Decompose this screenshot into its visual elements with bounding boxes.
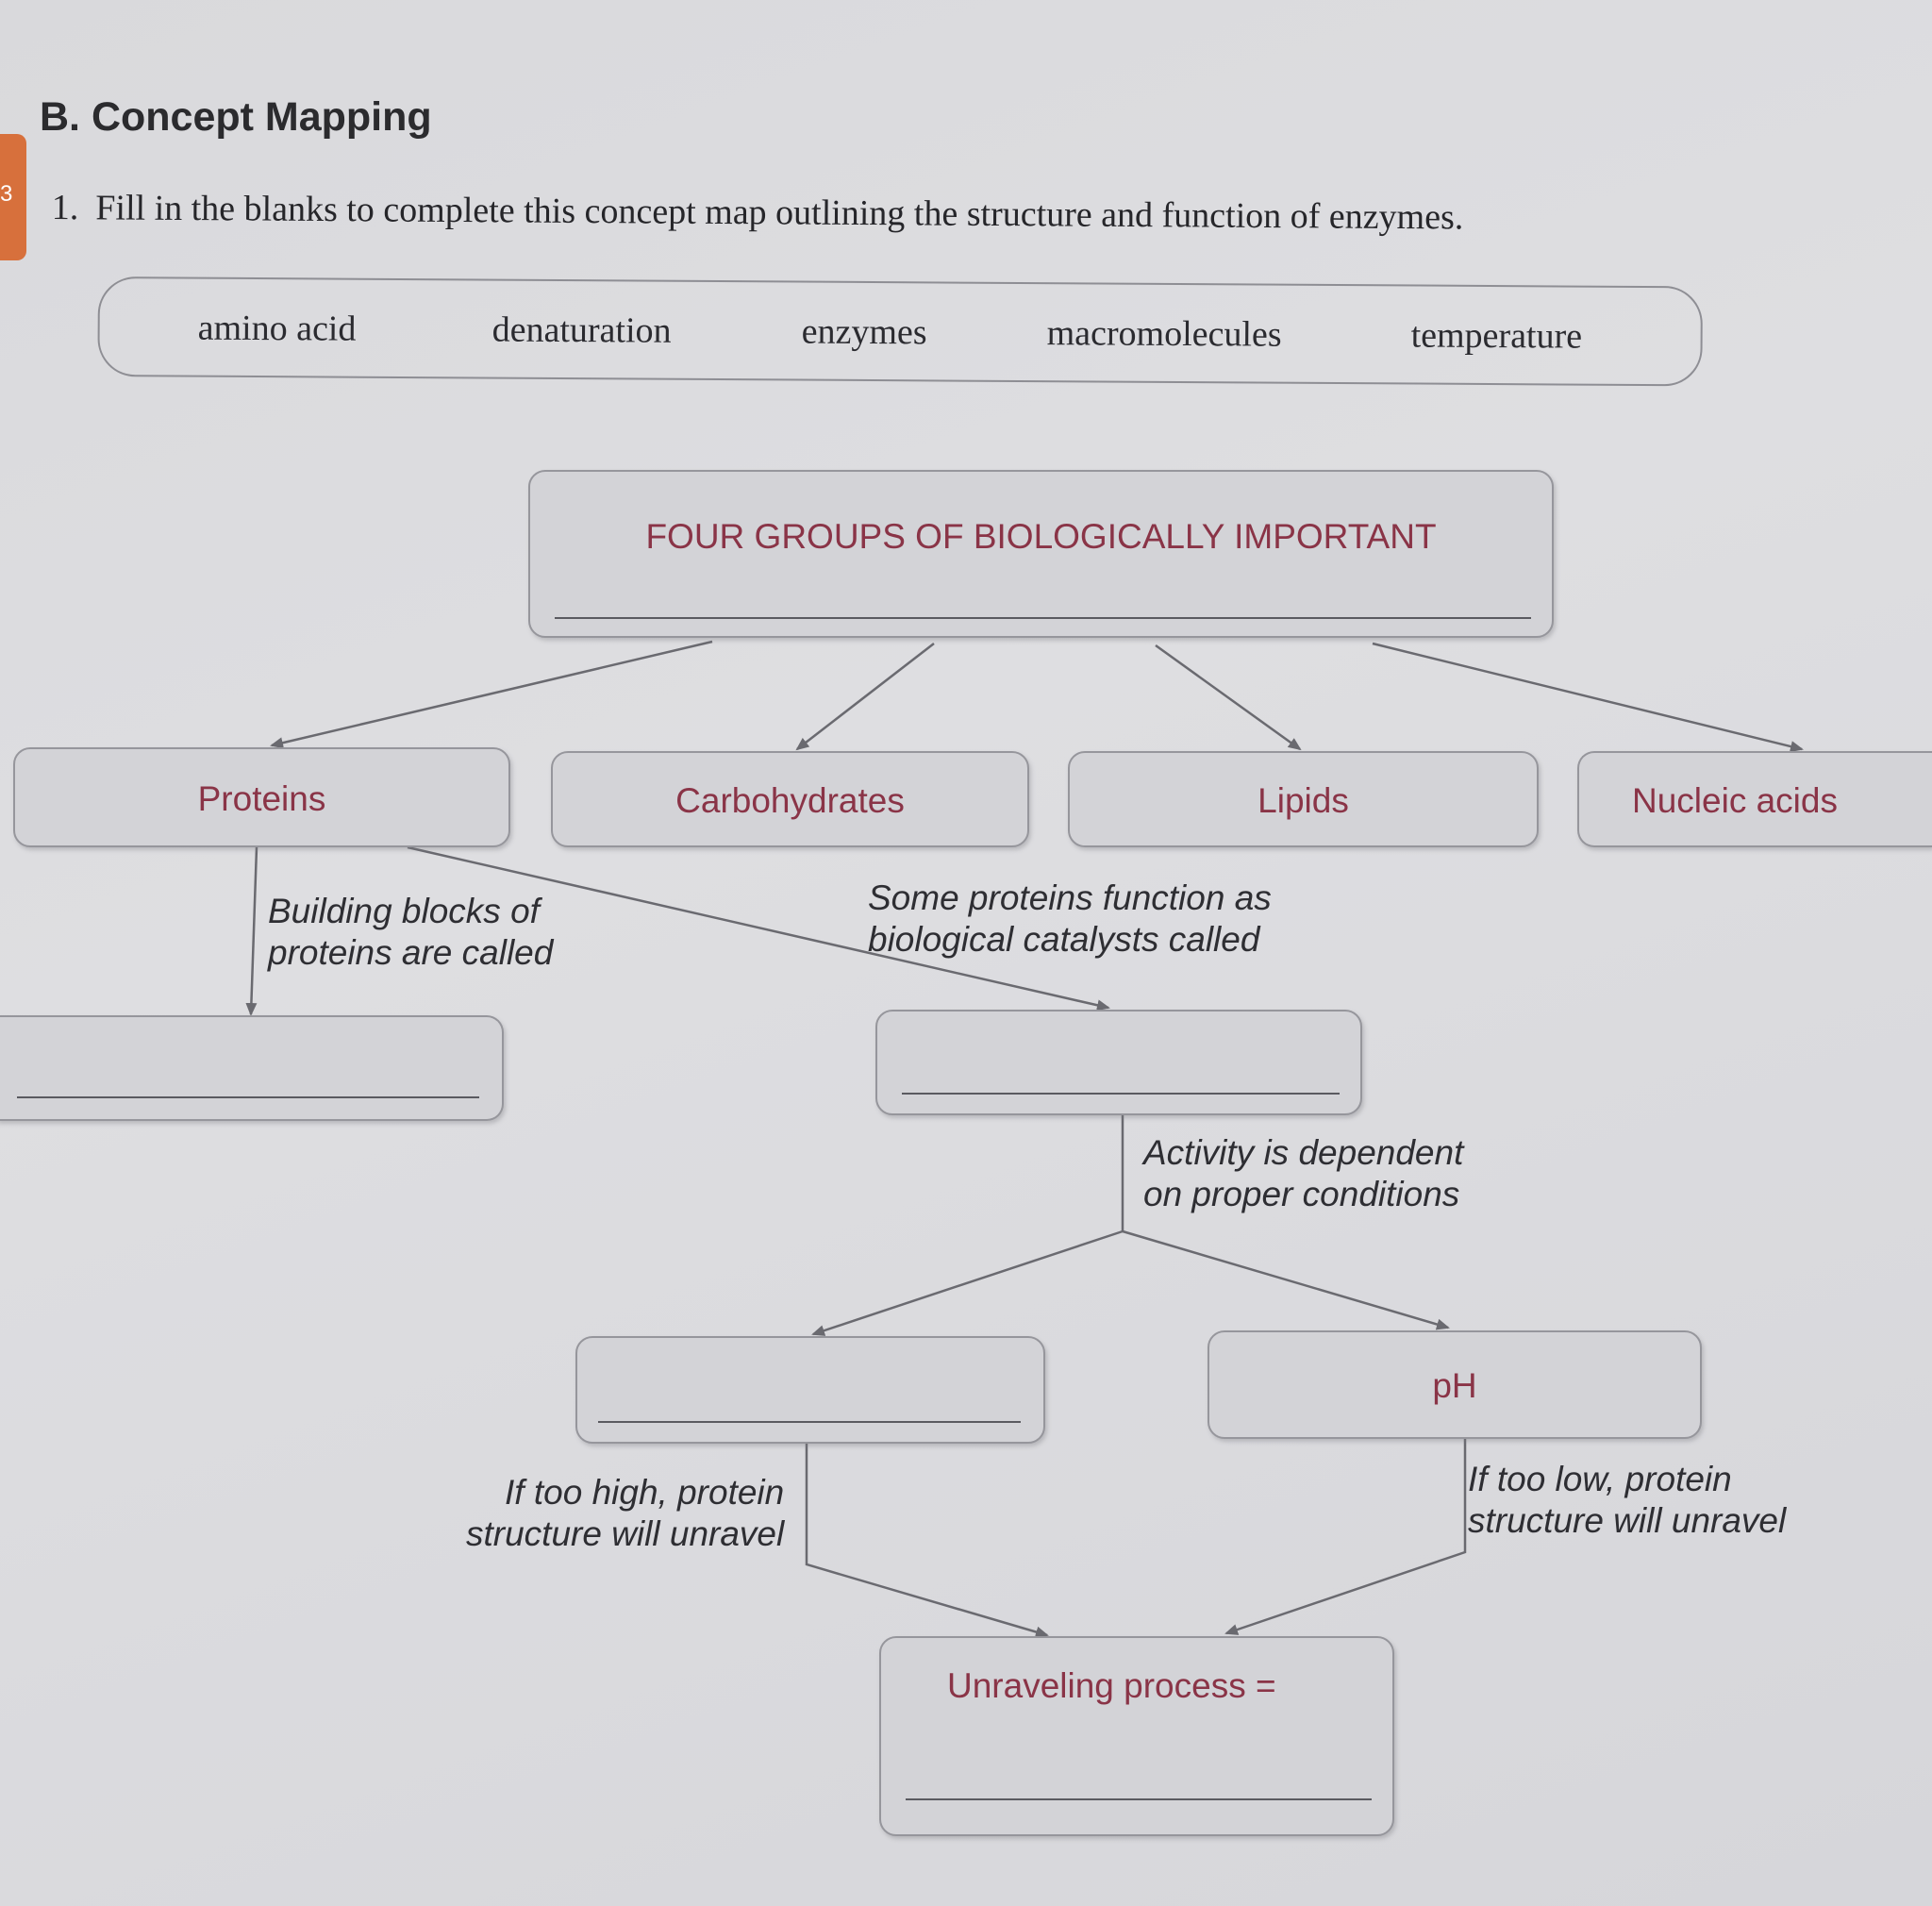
unraveling-process-box: Unraveling process = bbox=[879, 1636, 1394, 1836]
proteins-label: Proteins bbox=[197, 779, 326, 818]
unraveling-process-blank[interactable] bbox=[906, 1798, 1372, 1800]
page-side-tab-label: 3 bbox=[0, 181, 13, 207]
too-low-link-line1: If too low, protein bbox=[1468, 1460, 1732, 1498]
building-blocks-link-line1: Building blocks of bbox=[268, 892, 540, 930]
top-node-box: FOUR GROUPS OF BIOLOGICALLY IMPORTANT bbox=[528, 470, 1554, 638]
carbohydrates-label: Carbohydrates bbox=[675, 781, 905, 820]
condition-blank[interactable] bbox=[598, 1421, 1021, 1423]
catalysts-blank-box bbox=[875, 1010, 1362, 1115]
top-node-label: FOUR GROUPS OF BIOLOGICALLY IMPORTANT bbox=[645, 517, 1437, 556]
arrow-to-temperature-blank bbox=[811, 1229, 1124, 1336]
arrow-to-building-blocks bbox=[245, 846, 258, 1016]
too-low-link-line2: structure will unravel bbox=[1468, 1501, 1787, 1540]
ph-label: pH bbox=[1432, 1366, 1477, 1405]
catalysts-link-label: Some proteins function as biological cat… bbox=[868, 878, 1272, 961]
catalysts-link-line2: biological catalysts called bbox=[868, 920, 1260, 959]
arrow-high-to-unraveling bbox=[805, 1444, 1049, 1638]
building-blocks-blank[interactable] bbox=[17, 1096, 479, 1098]
lipids-label: Lipids bbox=[1257, 781, 1349, 820]
conditions-link-label: Activity is dependent on proper conditio… bbox=[1143, 1132, 1463, 1215]
top-node-blank[interactable] bbox=[555, 617, 1531, 619]
conditions-link-line1: Activity is dependent bbox=[1143, 1133, 1464, 1172]
conditions-link-line2: on proper conditions bbox=[1143, 1175, 1460, 1213]
arrow-to-lipids bbox=[1155, 644, 1302, 751]
section-title: B. Concept Mapping bbox=[40, 94, 432, 140]
nucleic-acids-label: Nucleic acids bbox=[1632, 781, 1838, 820]
carbohydrates-box: Carbohydrates bbox=[551, 751, 1029, 847]
condition-blank-box bbox=[575, 1336, 1045, 1444]
lipids-box: Lipids bbox=[1068, 751, 1539, 847]
too-high-link-line2: structure will unravel bbox=[466, 1514, 785, 1553]
building-blocks-blank-box bbox=[0, 1015, 504, 1121]
arrow-to-ph bbox=[1122, 1229, 1450, 1330]
ph-box: pH bbox=[1208, 1330, 1702, 1439]
too-high-link-label: If too high, protein structure will unra… bbox=[466, 1472, 784, 1555]
arrow-to-proteins bbox=[270, 640, 713, 749]
catalysts-blank[interactable] bbox=[902, 1093, 1340, 1095]
too-low-link-label: If too low, protein structure will unrav… bbox=[1468, 1459, 1786, 1542]
unraveling-process-label: Unraveling process = bbox=[947, 1666, 1276, 1705]
building-blocks-link-label: Building blocks of proteins are called bbox=[268, 891, 553, 974]
arrow-to-carbohydrates bbox=[795, 643, 935, 751]
proteins-box: Proteins bbox=[13, 747, 510, 847]
arrow-to-nucleic-acids bbox=[1372, 642, 1804, 752]
page-side-tab: 3 bbox=[0, 134, 26, 260]
arrow-to-catalysts bbox=[407, 845, 1110, 1012]
too-high-link-line1: If too high, protein bbox=[505, 1473, 785, 1512]
nucleic-acids-box: Nucleic acids bbox=[1577, 751, 1932, 847]
arrow-low-to-unraveling bbox=[1224, 1439, 1467, 1635]
building-blocks-link-line2: proteins are called bbox=[268, 933, 554, 972]
catalysts-link-line1: Some proteins function as bbox=[868, 878, 1272, 917]
